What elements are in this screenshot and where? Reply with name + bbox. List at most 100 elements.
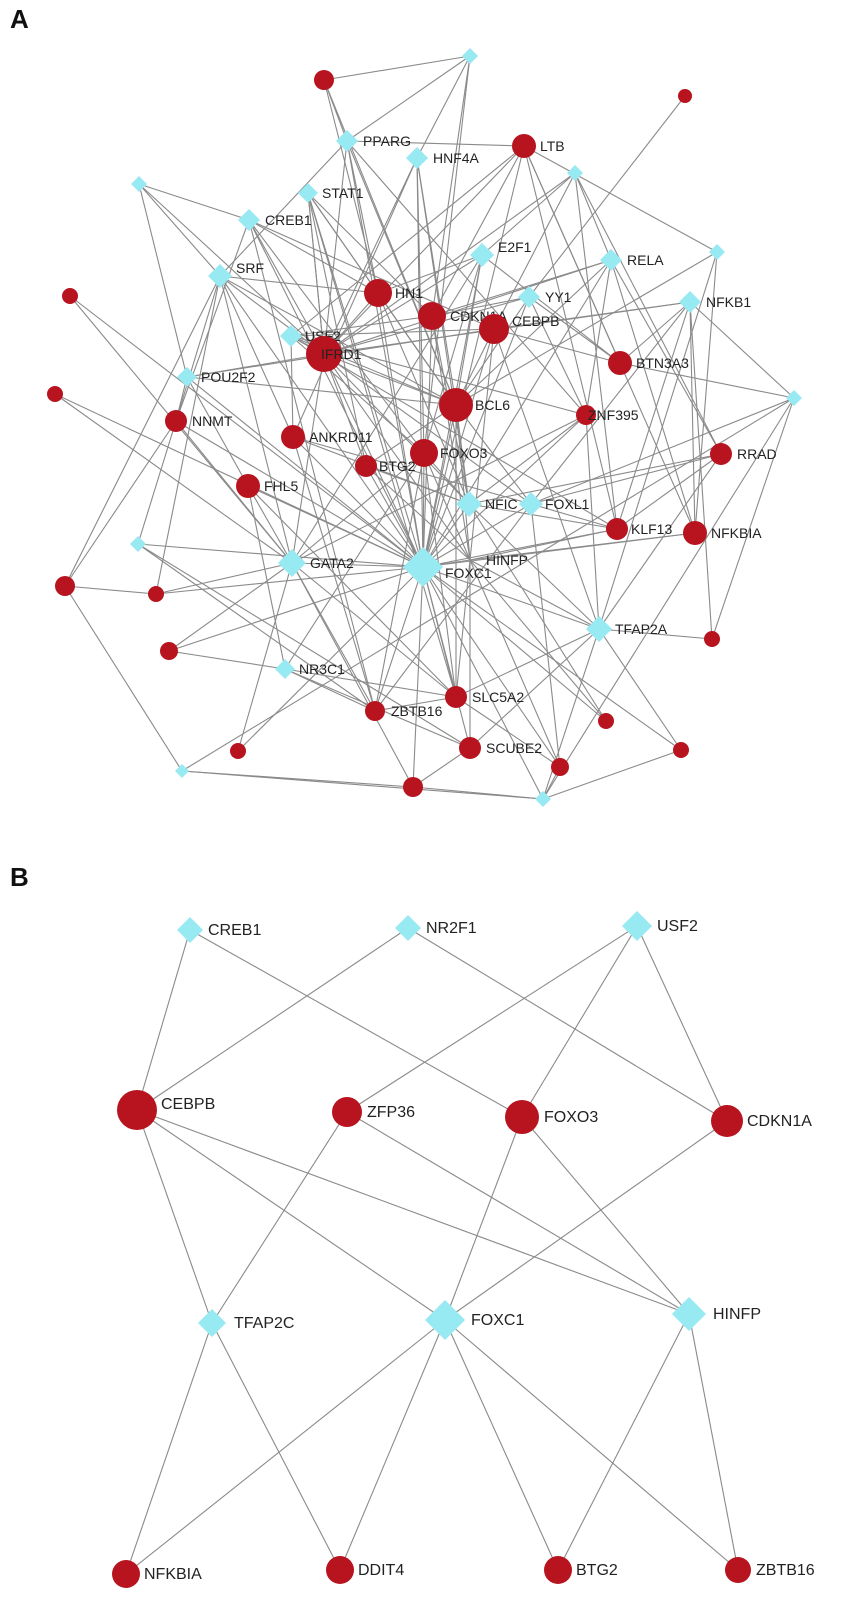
edge-YY1-BCL6 (455, 296, 530, 406)
edge-FOXO3-FOXC1 (444, 1116, 523, 1321)
edge-RRAD-TFAP2A (598, 453, 722, 630)
tf-diamond (177, 367, 197, 387)
edge-u8-RELA (574, 172, 612, 261)
edge-ANKRD11-FOXC1 (292, 436, 424, 568)
edge-TFAP2A-u23 (598, 628, 713, 640)
node-label: NFIC (485, 496, 518, 512)
edge-u13-u21 (64, 585, 183, 772)
edge-FOXC1-ZBTB16 (444, 1319, 739, 1571)
edge-HINFP-SLC5A2 (455, 559, 471, 698)
node-label: FOXC1 (445, 565, 492, 581)
edge-FOXO3-HINFP (423, 452, 471, 561)
node-ankrd11: ANKRD11 (281, 425, 373, 449)
edge-FOXO3-HINFP (521, 1116, 690, 1315)
edge-HINFP-u18 (469, 559, 561, 768)
edge-CEBPB-USF2 (290, 328, 495, 337)
edge-CREB1-FOXC1 (248, 219, 424, 568)
tf-diamond (567, 165, 583, 181)
edge-u5-IFRD1 (307, 192, 325, 355)
edge-POU2F2-FOXC1 (186, 376, 424, 568)
edge-NNMT-u13 (64, 420, 177, 587)
node-srf: SRF (208, 260, 264, 288)
edge-u10-u23 (711, 397, 795, 640)
edge-IFRD1-BTG2 (323, 353, 367, 467)
edge-u4-SRF (138, 183, 221, 277)
edge-FOXC1-u20 (422, 566, 682, 751)
edge-u8-IFRD1 (323, 172, 576, 355)
edge-ZFP36-TFAP2C (211, 1111, 348, 1324)
node-label: STAT1 (322, 185, 364, 201)
panel-a-letter: A (10, 4, 29, 34)
node-btg2: BTG2 (355, 455, 416, 477)
gene-circle (332, 1097, 362, 1127)
node-usf2: USF2 (622, 911, 698, 941)
node-rela: RELA (600, 249, 664, 271)
edge-USF2-ANKRD11 (290, 335, 294, 438)
edge-LTB-CDKN1A (431, 145, 525, 317)
edge-CEBPB-BTN3A3 (493, 328, 621, 364)
edge-HNF4A-IFRD1 (323, 157, 418, 355)
gene-circle (683, 521, 707, 545)
node-label: IFRD1 (321, 346, 362, 362)
edge-YY1-u3 (528, 95, 686, 298)
tf-diamond (535, 791, 551, 807)
node-label: E2F1 (498, 239, 532, 255)
edge-FOXC1-NFKBIA (125, 1319, 446, 1575)
edge-RELA-RRAD (610, 259, 722, 455)
node-znf395: ZNF395 (576, 405, 639, 425)
node-label: FHL5 (264, 478, 298, 494)
node-fhl5: FHL5 (236, 474, 298, 498)
node-pou2f2: POU2F2 (177, 367, 256, 387)
tf-diamond (238, 209, 260, 231)
node-label: TFAP2C (234, 1315, 294, 1332)
edge-u9-FOXC1 (137, 543, 424, 568)
edge-E2F1-GATA2 (291, 254, 483, 564)
edge-PPARG-IFRD1 (323, 140, 348, 355)
edge-PPARG-HN1 (346, 140, 379, 294)
edge-RRAD-KLF13 (616, 453, 722, 530)
node-nr3c1: NR3C1 (275, 659, 345, 679)
gene-circle (364, 279, 392, 307)
tf-diamond (298, 183, 318, 203)
tf-diamond (470, 243, 494, 267)
edge-FOXC1-u22 (422, 566, 544, 800)
node-label: CREB1 (208, 922, 261, 939)
edge-BTG2-HINFP (365, 465, 471, 561)
edge-FOXC1-u16 (237, 566, 424, 752)
node-label: HN1 (395, 285, 423, 301)
node-nfic: NFIC (456, 491, 518, 517)
edge-USF2-ZFP36 (346, 925, 638, 1113)
node-u17 (598, 713, 614, 729)
edge-YY1-BTN3A3 (528, 296, 621, 364)
node-label: GATA2 (310, 555, 354, 571)
tf-diamond (679, 291, 701, 313)
node-label: USF2 (657, 918, 698, 935)
node-label: ZNF395 (588, 407, 639, 423)
node-u22 (535, 791, 551, 807)
edge-LTB-USF2 (290, 145, 525, 337)
gene-circle (544, 1556, 572, 1584)
tf-diamond (198, 1309, 226, 1337)
edge-RELA-ZNF395 (585, 259, 612, 416)
node-u12 (62, 288, 78, 304)
node-ifrd1: IFRD1 (306, 336, 362, 372)
gene-circle (230, 743, 246, 759)
edge-FOXC1-DDIT4 (339, 1319, 446, 1571)
edge-FOXC1-u19 (412, 566, 424, 788)
edge-USF2-KLF13 (290, 335, 618, 530)
edge-NR2F1-CEBPB (136, 927, 409, 1111)
tf-diamond (786, 390, 802, 406)
edge-RELA-FOXC1 (422, 259, 612, 568)
edge-CREB1-ZBTB16 (248, 219, 376, 712)
edge-u19-SCUBE2 (412, 747, 471, 788)
edge-BCL6-HINFP (455, 404, 471, 561)
edge-CEBPB-HINFP (469, 328, 495, 561)
edge-u7-BCL6 (455, 251, 718, 406)
node-creb1: CREB1 (238, 209, 312, 231)
gene-circle (608, 351, 632, 375)
edge-SRF-u13 (64, 275, 221, 587)
edge-FOXC1-ZBTB16 (374, 566, 424, 712)
edge-GATA2-u11 (54, 393, 293, 564)
